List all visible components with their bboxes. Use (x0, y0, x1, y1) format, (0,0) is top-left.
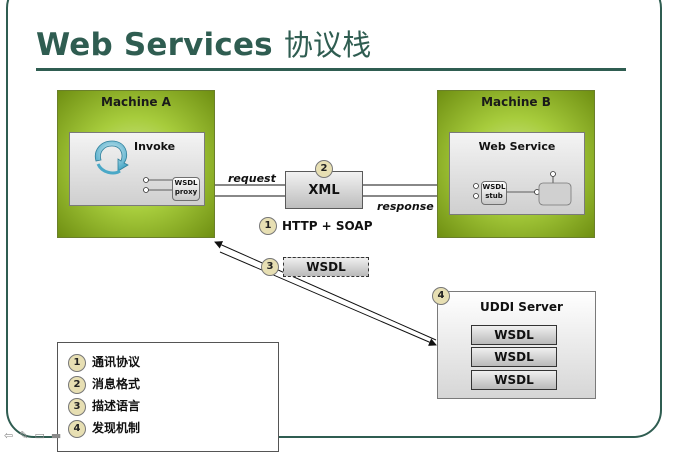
proxy-line1: WSDL (174, 179, 198, 187)
machine-b-title: Machine B (481, 95, 551, 109)
uddi-wsdl-entry: WSDL (471, 325, 557, 345)
machine-b-service: Web Service WSDL stub (449, 132, 585, 215)
badge-1: 1 (259, 217, 277, 235)
uddi-line-down (219, 251, 437, 346)
badge-3: 3 (261, 258, 279, 276)
legend-item: 4 发现机制 (68, 419, 140, 438)
invoke-cycle-icon (94, 140, 129, 175)
title-sub: 协议栈 (283, 28, 372, 62)
wsdl-transfer-box: WSDL (283, 257, 369, 277)
title-underline (36, 68, 626, 71)
uddi-wsdl-entry: WSDL (471, 370, 557, 390)
proxy-connector-lines (143, 177, 172, 193)
badge-2: 2 (315, 160, 333, 178)
http-soap-label: HTTP + SOAP (282, 219, 373, 233)
web-service-label: Web Service (478, 140, 556, 153)
legend-text: 发现机制 (92, 421, 141, 435)
title-main: Web Services (36, 27, 273, 63)
stub-connector-icon (473, 183, 479, 199)
invoke-label: Invoke (134, 140, 176, 153)
page-icon[interactable]: ▭ (34, 429, 45, 442)
service-component-icon (507, 171, 572, 206)
legend-badge: 1 (68, 353, 86, 372)
wsdl-stub: WSDL stub (481, 181, 507, 205)
uddi-title: UDDI Server (480, 300, 563, 314)
request-label: request (228, 172, 276, 185)
wsdl-proxy: WSDL proxy (172, 177, 200, 201)
machine-a-title: Machine A (101, 95, 171, 109)
legend-text: 描述语言 (92, 399, 141, 413)
stub-line1: WSDL (482, 183, 506, 191)
slideshow-toolbar: ⇦ ✎ ▭ ▬ (4, 424, 67, 442)
machine-a: Machine A Invoke WSDL proxy (57, 90, 215, 238)
stub-line2: stub (485, 192, 503, 200)
machine-b: Machine B Web Service WSDL stub (437, 90, 595, 238)
legend-badge: 2 (68, 375, 86, 394)
legend-item: 2 消息格式 (68, 375, 140, 394)
proxy-line2: proxy (174, 188, 198, 196)
legend-text: 消息格式 (92, 377, 141, 391)
machine-a-client: Invoke WSDL proxy (69, 132, 205, 206)
response-label: response (377, 200, 434, 213)
pen-icon[interactable]: ✎ (19, 429, 29, 442)
legend-box: 1 通讯协议 2 消息格式 3 描述语言 4 发现机制 (57, 342, 279, 452)
uddi-line-up (214, 241, 437, 341)
legend-item: 3 描述语言 (68, 397, 140, 416)
slide-frame (6, 0, 662, 438)
uddi-wsdl-entry: WSDL (471, 347, 557, 367)
legend-item: 1 通讯协议 (68, 353, 140, 372)
menu-icon[interactable]: ▬ (50, 429, 62, 442)
badge-4: 4 (432, 287, 450, 305)
slide-title: Web Services 协议栈 (36, 22, 371, 64)
uddi-server: UDDI Server WSDL WSDL WSDL (437, 291, 596, 399)
back-arrow-icon[interactable]: ⇦ (4, 429, 14, 442)
legend-text: 通讯协议 (92, 355, 141, 369)
legend-badge: 4 (68, 419, 86, 438)
legend-badge: 3 (68, 397, 86, 416)
